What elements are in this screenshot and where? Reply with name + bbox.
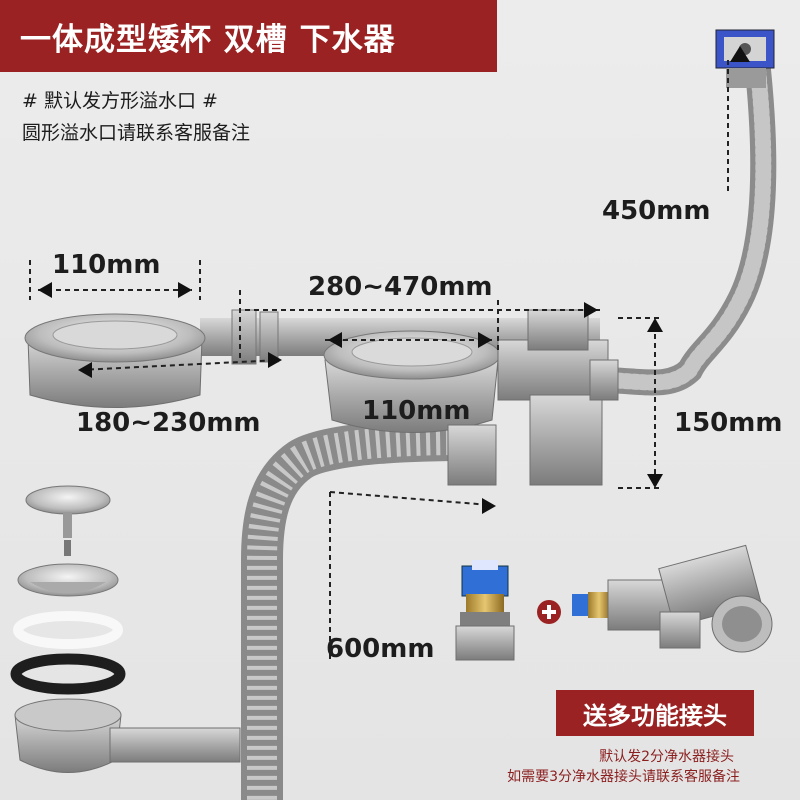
dim-trap-height: 150mm — [674, 408, 783, 438]
promo-banner: 送多功能接头 — [556, 690, 754, 736]
promo-title: 送多功能接头 — [583, 702, 727, 730]
overflow-note-2: 圆形溢水口请联系客服备注 — [22, 122, 251, 144]
title-banner: 一体成型矮杯 双槽 下水器 — [0, 0, 497, 72]
promo-note-1: 默认发2分净水器接头 — [599, 749, 734, 765]
tee-connector — [572, 544, 773, 653]
drain-hose — [241, 419, 471, 800]
plus-icon — [537, 600, 561, 624]
dim-right-strainer: 110mm — [362, 396, 471, 426]
dimension-lines — [29, 60, 729, 660]
overflow-note-1: # 默认发方形溢水口 # — [22, 90, 218, 112]
overflow-hose — [587, 57, 777, 396]
right-strainer — [323, 330, 501, 433]
dim-strainer-width: 110mm — [52, 250, 161, 280]
dim-pipe-span: 280~470mm — [308, 272, 493, 302]
dim-overflow-hose: 450mm — [602, 196, 711, 226]
strainer-parts — [10, 485, 241, 773]
dim-left-spacing: 180~230mm — [76, 408, 261, 438]
promo-note-2: 如需要3分净水器接头请联系客服备注 — [507, 769, 740, 785]
trap-assembly — [447, 309, 619, 486]
dimension-arrow-icon — [38, 46, 750, 514]
dim-drain-hose: 600mm — [326, 634, 435, 664]
left-strainer — [24, 313, 206, 408]
page-title: 一体成型矮杯 双槽 下水器 — [20, 22, 396, 58]
quick-connector — [455, 560, 515, 661]
